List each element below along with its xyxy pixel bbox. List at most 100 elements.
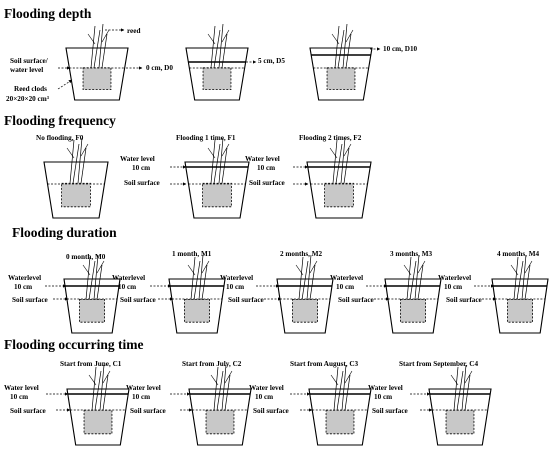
reed-stalk-c1-2 [221,364,227,411]
water-level-label-c4: Water level [368,384,403,392]
pot-c3 [428,364,492,446]
pot-c2 [308,364,372,446]
soil-surface-label-m3: Soil surface [338,296,374,304]
reed-clod-f2 [324,182,354,208]
pot-label-m0: 0 month, M0 [66,253,106,261]
section-title-depth: Flooding depth [4,6,92,21]
reed-leaf-m0-b [96,260,105,274]
water-level-value-c2: 10 cm [132,393,150,401]
water-level-value-f1: 10 cm [132,164,150,172]
reed-stalk-m4-0 [513,256,519,300]
reed-clod-m2 [291,299,318,323]
reed-leaf-c0-a [88,374,97,386]
reed-stalk-f1-3 [221,147,228,184]
reed-stalk-m2-1 [301,260,309,300]
reed-stalk-c2-0 [333,366,339,411]
reed-stalk-d5-3 [221,33,228,68]
reed-leaf-f0-b [80,143,89,157]
reed-leaf-c1-b [224,370,233,384]
pot-d0 [65,23,129,101]
pot-label-c4: Start from September, C4 [399,360,478,368]
section-title-occurring-time: Flooding occurring time [4,337,143,352]
pot-label-m3: 3 months, M3 [390,250,433,258]
reed-leaf-d5-b [221,29,230,43]
reed-leaf-f1-b [221,143,230,157]
reed-stalk-f0-0 [69,139,75,184]
reed-stalk-c1-0 [213,366,219,411]
soil-surface-label-m0: Soil surface [12,296,48,304]
reed-clod-m4 [506,299,533,323]
reed-stalk-c3-3 [464,374,471,411]
water-level-label-m1: Waterlevel [112,274,145,282]
water-level-value-m1: 10 cm [118,283,136,291]
reed-clod-c3 [445,409,475,435]
reed-leaf-f0-a [66,147,75,159]
reed-stalk-f2-1 [335,143,343,184]
water-level-value-m3: 10 cm [336,283,354,291]
reed-leaf-m0-a [82,264,91,276]
reed-stalk-d0-2 [98,23,104,68]
reed-stalk-c2-3 [344,374,351,411]
reed-stalk-c3-1 [456,370,464,411]
reed-stalk-f0-3 [80,147,87,184]
reed-stalk-m4-3 [524,264,531,300]
reed-stalk-m2-0 [298,256,304,300]
section-title-duration: Flooding duration [12,225,117,240]
reed-stalk-f2-2 [340,137,346,184]
reed-stalk-m0-3 [96,264,103,300]
soil-surface-label-f2: Soil surface [249,179,285,187]
soil-surface-label-c2: Soil surface [130,407,166,415]
reed-stalk-f2-3 [343,147,350,184]
reed-stalk-c0-1 [94,370,102,411]
water-level-label-c2: Water level [126,384,161,392]
reed-stalk-c0-2 [99,364,105,411]
soil-surface-label-m2: Soil surface [228,296,264,304]
pot-c0 [66,364,130,446]
reed-leaf-m1-a [187,264,196,276]
pot-label-f1: Flooding 1 time, F1 [176,134,236,142]
reed-leaf-m1-b [201,260,210,274]
reed-stalk-f0-2 [77,137,83,184]
reed-leaf-f1-a [207,147,216,159]
reed-clod-c0 [83,409,113,435]
reed-label: reed [127,27,140,35]
reed-stalk-c3-0 [453,366,459,411]
reed-leaf-m2-a [295,264,304,276]
reed-stalk-c1-1 [216,370,224,411]
arrows-layer [45,28,497,412]
pot-label-d0: 0 cm, D0 [146,64,173,72]
reed-clod-d10 [326,67,356,91]
reed-stalk-f1-0 [210,139,216,184]
section-title-frequency: Flooding frequency [4,113,116,128]
water-level-value-m4: 10 cm [444,283,462,291]
reed-clod-c1 [205,409,235,435]
reed-stalk-d5-2 [218,23,224,68]
water-level-value-c3: 10 cm [255,393,273,401]
reed-stalk-f2-0 [332,139,338,184]
pot-m4 [491,254,549,334]
reed-leaf-f2-b [343,143,352,157]
reed-clods-label: Reed clods [14,85,47,93]
water-level-label-f1: Water level [120,155,155,163]
reed-stalk-m1-0 [190,256,196,300]
reed-stalk-f1-1 [213,143,221,184]
reed-leaf-m3-b [417,260,426,274]
water-level-label-m0: Waterlevel [8,274,41,282]
water-level-label: water level [10,66,43,74]
reed-clods-size-label: 20×20×20 cm³ [6,95,49,103]
pot-label-f0: No flooding, F0 [36,134,84,142]
reed-leaf-m3-a [403,264,412,276]
soil-surface-label-c4: Soil surface [372,407,408,415]
pot-f2 [306,137,372,219]
water-level-value-m2: 10 cm [226,283,244,291]
water-level-value-f2: 10 cm [257,164,275,172]
soil-surface-label-c1: Soil surface [10,407,46,415]
reed-leaf-f2-a [329,147,338,159]
pot-f0 [43,137,109,219]
water-level-label-c3: Water level [249,384,284,392]
reed-clod-m1 [183,299,210,323]
water-level-label-m3: Waterlevel [330,274,363,282]
reed-leaf-d10-b [345,29,354,43]
reed-stalk-m1-2 [198,254,204,300]
reed-stalk-m3-2 [414,254,420,300]
